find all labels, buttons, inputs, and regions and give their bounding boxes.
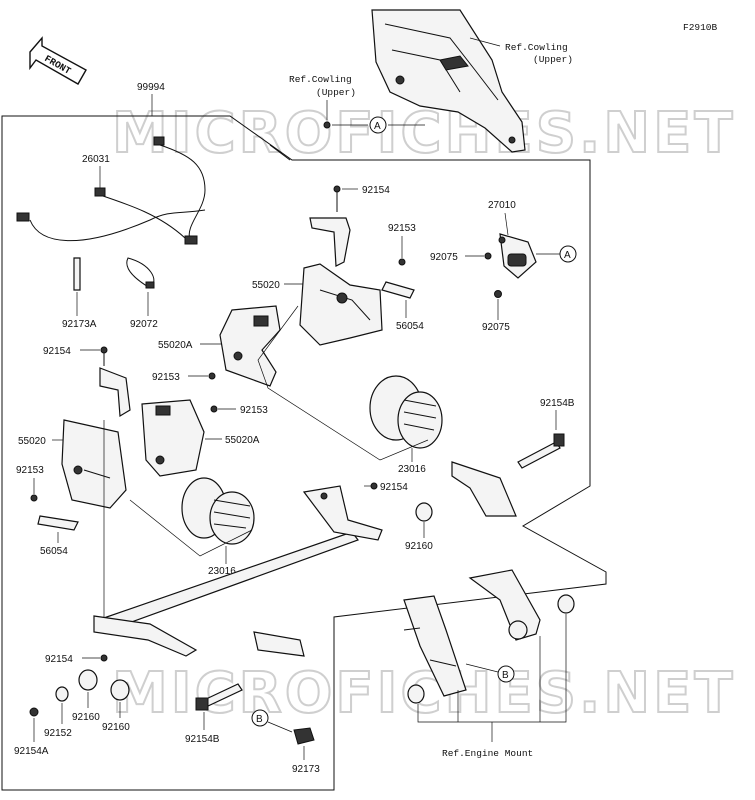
collar-92160-a-part — [78, 669, 98, 691]
svg-text:B: B — [502, 670, 509, 681]
label-56054-left: 56054 — [40, 546, 68, 557]
label-92153-top: 92153 — [388, 223, 416, 234]
label-92154B-low: 92154B — [185, 734, 220, 745]
light-bracket-55020-left-part — [61, 419, 127, 509]
label-26031: 26031 — [82, 154, 110, 165]
bracket-left-small-part — [99, 367, 131, 418]
marker-b-mount: B — [497, 665, 515, 683]
label-55020-top: 55020 — [252, 280, 280, 291]
cap-92173-part — [293, 727, 315, 745]
label-92160-a: 92160 — [72, 712, 100, 723]
washer-92152-part — [55, 686, 69, 702]
label-55020A-top: 55020A — [158, 340, 193, 351]
pad-56054-top-part — [381, 281, 415, 299]
label-92072: 92072 — [130, 319, 158, 330]
bolt-92154A-part — [29, 707, 39, 717]
label-92154-left: 92154 — [43, 346, 71, 357]
label-55020A-mid: 55020A — [225, 435, 260, 446]
front-arrow-icon: FRONT — [29, 36, 87, 85]
label-92173A: 92173A — [62, 319, 97, 330]
ref-cowling-label-b: Ref.Cowling — [505, 42, 568, 53]
ref-cowling-label-a: Ref.Cowling — [289, 74, 352, 85]
fog-lamp-23016-bottom-part — [181, 477, 255, 545]
collar-92160-right-part — [415, 502, 433, 522]
label-27010: 27010 — [488, 200, 516, 211]
label-55020-left: 55020 — [18, 436, 46, 447]
band-92072-part — [126, 257, 155, 289]
watermark-top: MICROFICHES.NET — [112, 101, 736, 166]
cowling-upper-part — [371, 9, 526, 153]
ref-cowling-sub-a: (Upper) — [316, 87, 356, 98]
label-92154A: 92154A — [14, 746, 49, 757]
bolt-92154B-low-part — [195, 683, 243, 711]
clip-92173A-part — [73, 257, 81, 291]
bolt-92154B-right-part — [517, 433, 565, 469]
fog-lamp-23016-top-part — [369, 375, 443, 449]
label-92152: 92152 — [44, 728, 72, 739]
label-92153-right: 92153 — [240, 405, 268, 416]
label-92154-mid: 92154 — [380, 482, 408, 493]
label-92160-right: 92160 — [405, 541, 433, 552]
label-92154B-right: 92154B — [540, 398, 575, 409]
bracket-55020A-mid-part — [141, 399, 205, 477]
svg-text:A: A — [374, 121, 381, 132]
label-92154-low: 92154 — [45, 654, 73, 665]
label-92075-b: 92075 — [482, 322, 510, 333]
label-92153-mid: 92153 — [152, 372, 180, 383]
ref-cowling-sub-b: (Upper) — [533, 54, 573, 65]
collar-92160-b-part — [110, 679, 130, 701]
label-23016-bottom: 23016 — [208, 566, 236, 577]
marker-a-right: A — [559, 245, 577, 263]
marker-a-top: A — [369, 116, 387, 134]
label-56054-top: 56054 — [396, 321, 424, 332]
label-99994: 99994 — [137, 82, 165, 93]
engine-mount-part — [403, 569, 575, 704]
figure-code: F2910B — [683, 22, 718, 33]
ref-engine-mount-label: Ref.Engine Mount — [442, 748, 533, 759]
label-92075-a: 92075 — [430, 252, 458, 263]
svg-text:B: B — [256, 714, 263, 725]
label-92153-left: 92153 — [16, 465, 44, 476]
assembly-outline — [1, 115, 607, 791]
bracket-55020A-top-part — [219, 305, 281, 387]
label-92160-b: 92160 — [102, 722, 130, 733]
pad-56054-left-part — [37, 515, 79, 531]
label-92173: 92173 — [292, 764, 320, 775]
bracket-upper-part — [309, 217, 351, 267]
label-23016-top: 23016 — [398, 464, 426, 475]
wire-harness-part — [16, 136, 206, 245]
label-92154-top: 92154 — [362, 185, 390, 196]
svg-text:A: A — [564, 250, 571, 261]
mount-bar-part — [93, 461, 517, 657]
switch-27010-part — [498, 233, 537, 279]
marker-b-low: B — [251, 709, 269, 727]
light-bracket-55020-top-part — [299, 263, 383, 346]
